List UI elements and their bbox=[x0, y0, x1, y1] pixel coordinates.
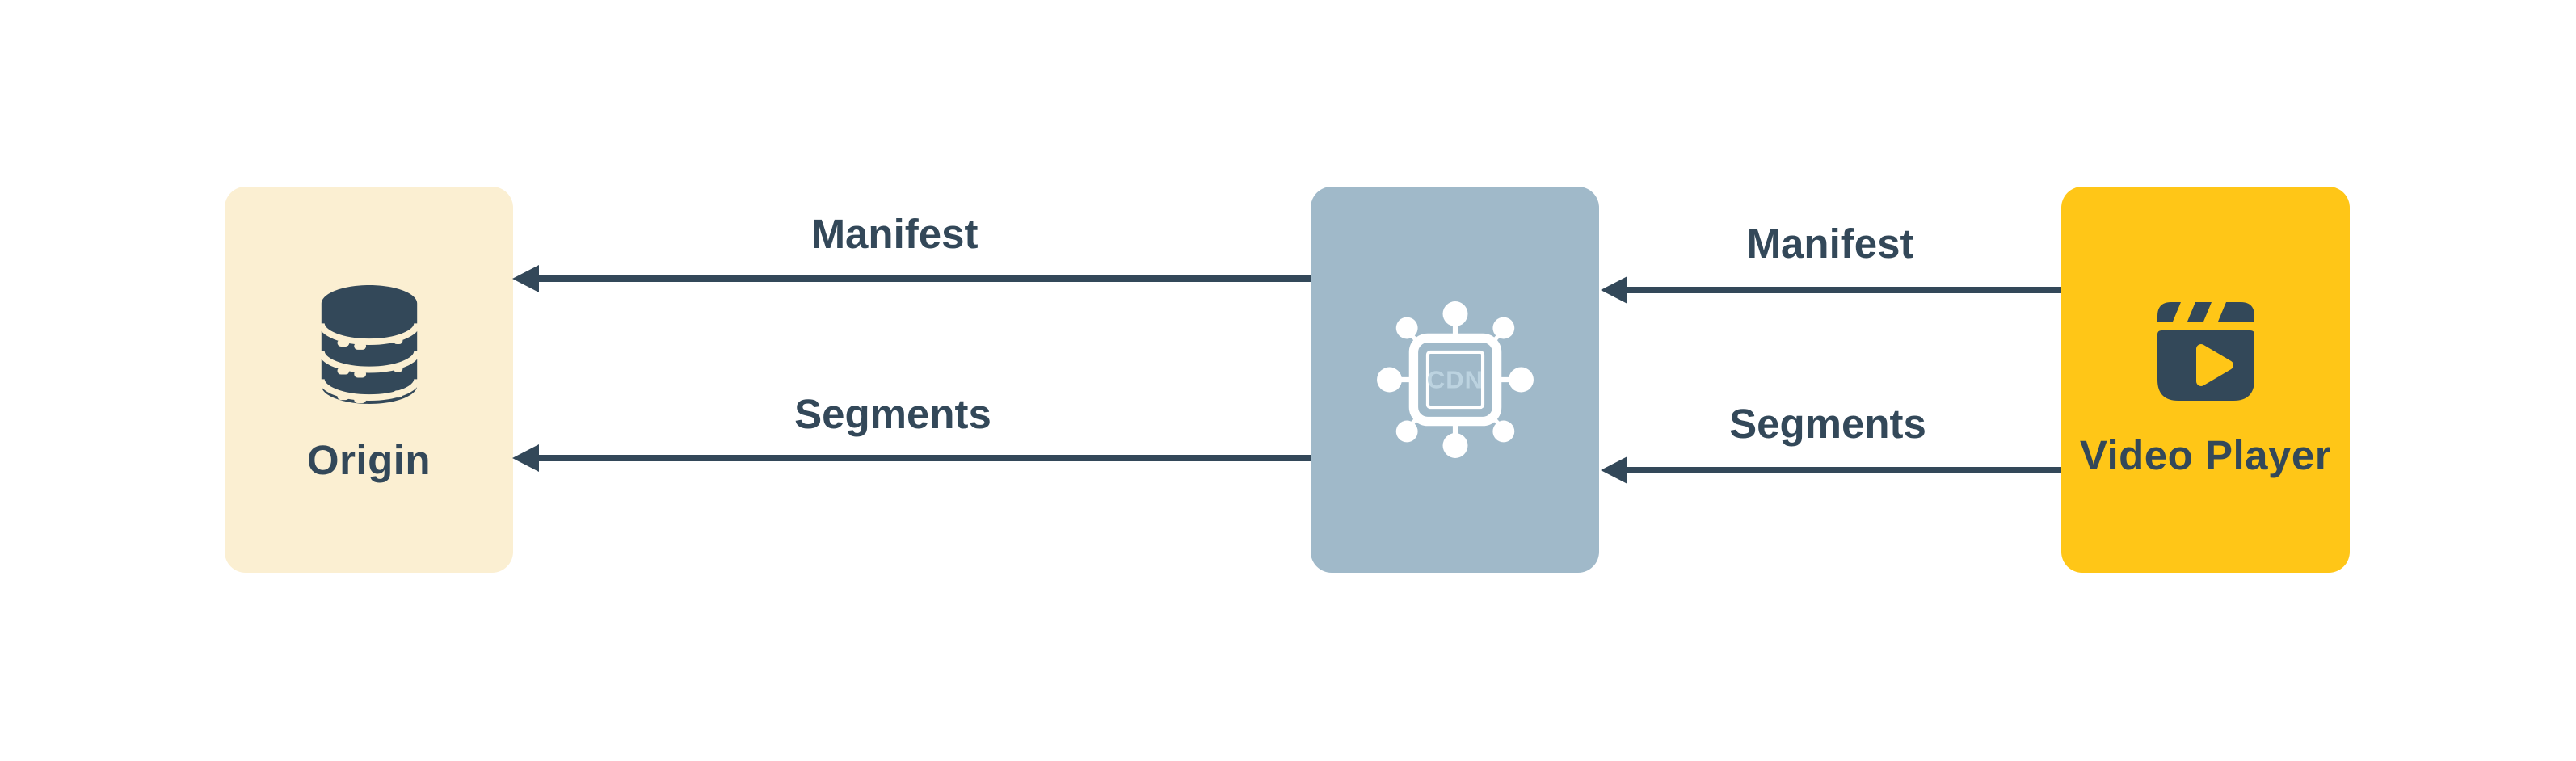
arrow-manifest-player-to-cdn bbox=[1601, 276, 2061, 304]
arrow-manifest-cdn-to-origin bbox=[512, 265, 1311, 292]
arrow-shaft bbox=[1627, 287, 2061, 293]
node-video-player: Video Player bbox=[2061, 187, 2350, 573]
node-origin-label: Origin bbox=[306, 437, 431, 483]
node-origin: Origin bbox=[225, 187, 513, 573]
node-video-player-label: Video Player bbox=[2079, 432, 2332, 478]
node-cdn: CDN bbox=[1311, 187, 1599, 573]
edge-label-segments-right: Segments bbox=[1729, 401, 1926, 447]
arrowhead-left-icon bbox=[512, 444, 539, 472]
arrowhead-left-icon bbox=[1601, 276, 1627, 304]
arrow-shaft bbox=[539, 275, 1311, 282]
arrow-segments-cdn-to-origin bbox=[512, 444, 1311, 472]
database-icon bbox=[318, 284, 420, 404]
cdn-icon-label: CDN bbox=[1426, 365, 1483, 393]
arrow-segments-player-to-cdn bbox=[1601, 456, 2061, 484]
arrow-shaft bbox=[1627, 467, 2061, 473]
edge-label-manifest-left: Manifest bbox=[810, 211, 979, 257]
edge-label-manifest-right: Manifest bbox=[1746, 221, 1914, 267]
cdn-network-icon: CDN bbox=[1376, 301, 1534, 458]
edge-label-segments-left: Segments bbox=[794, 391, 991, 437]
arrow-shaft bbox=[539, 455, 1311, 461]
arrowhead-left-icon bbox=[512, 265, 539, 292]
arrowhead-left-icon bbox=[1601, 456, 1627, 484]
clapperboard-icon bbox=[2157, 302, 2254, 401]
